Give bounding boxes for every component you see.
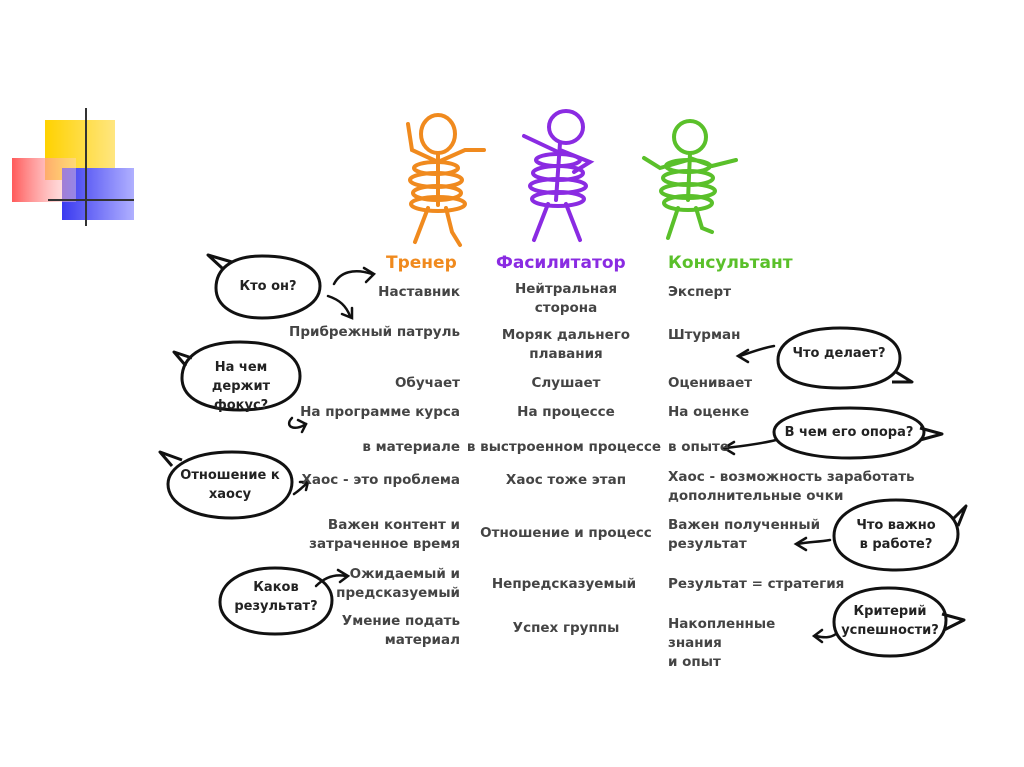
consultant-figure bbox=[642, 119, 738, 240]
decorative-squares bbox=[12, 108, 134, 226]
arrow-support bbox=[724, 438, 778, 450]
row-6-trainer: Хаос - это проблема bbox=[301, 472, 460, 488]
row-5-trainer: в материале bbox=[362, 439, 460, 455]
bubble-support-text: В чем его опора? bbox=[784, 425, 914, 440]
arrow-important bbox=[796, 538, 832, 546]
row-8-trainer: Ожидаемый и предсказуемый bbox=[336, 566, 460, 601]
bubble-focus-text: На чем держит фокус? bbox=[211, 360, 271, 413]
row-2-facilitator: Моряк дальнего плавания bbox=[501, 327, 631, 362]
arrow-does bbox=[738, 344, 776, 358]
header-consultant: Консультант bbox=[668, 253, 793, 273]
bubble-important bbox=[832, 498, 968, 572]
row-2-consultant: Штурман bbox=[668, 327, 741, 343]
bubble-result bbox=[218, 566, 334, 636]
bubble-chaos bbox=[158, 450, 294, 520]
row-7-consultant: Важен полученный результат bbox=[668, 517, 821, 552]
header-trainer: Тренер bbox=[386, 253, 457, 273]
row-7-facilitator: Отношение и процесс bbox=[480, 525, 652, 541]
bubble-important-text: Что важно в работе? bbox=[856, 518, 936, 552]
row-9-facilitator: Успех группы bbox=[512, 620, 620, 636]
header-facilitator: Фасилитатор bbox=[496, 253, 626, 273]
row-2-trainer: Прибрежный патруль bbox=[289, 324, 460, 340]
row-4-consultant: На оценке bbox=[668, 404, 750, 420]
row-4-facilitator: На процессе bbox=[517, 404, 615, 420]
row-1-consultant: Эксперт bbox=[668, 284, 732, 300]
row-6-consultant: Хаос - возможность заработать дополнител… bbox=[668, 469, 915, 504]
bubble-chaos-text: Отношение к хаосу bbox=[180, 468, 280, 502]
bubble-focus bbox=[172, 340, 302, 412]
row-8-facilitator: Непредсказуемый bbox=[491, 576, 637, 592]
row-9-consultant: Накопленные знания и опыт bbox=[668, 616, 776, 670]
trainer-figure bbox=[406, 113, 486, 247]
row-1-trainer: Наставник bbox=[378, 284, 460, 300]
bubble-criterion-text: Критерий успешности? bbox=[841, 604, 939, 638]
row-3-trainer: Обучает bbox=[394, 375, 460, 391]
arrow-criterion bbox=[814, 632, 838, 639]
bubble-support bbox=[772, 406, 944, 460]
bubble-does bbox=[776, 326, 914, 390]
arrow-result bbox=[314, 574, 348, 588]
row-3-consultant: Оценивает bbox=[668, 375, 753, 391]
arrow-who-1 bbox=[332, 270, 374, 286]
bubble-does-text: Что делает? bbox=[792, 346, 886, 361]
row-5-consultant: в опыте bbox=[668, 439, 730, 455]
row-4-trainer: На программе курса bbox=[300, 404, 460, 420]
arrow-who-2 bbox=[326, 294, 352, 318]
row-6-facilitator: Хаос тоже этап bbox=[505, 472, 627, 488]
stick-figures bbox=[406, 109, 738, 247]
facilitator-figure bbox=[522, 109, 595, 242]
arrow-focus bbox=[287, 416, 308, 429]
row-8-consultant: Результат = стратегия bbox=[668, 576, 845, 592]
row-9-trainer: Умение подать материал bbox=[341, 613, 460, 648]
bubble-who bbox=[206, 253, 322, 320]
row-3-facilitator: Слушает bbox=[531, 375, 601, 391]
row-7-trainer: Важен контент и затраченное время bbox=[309, 517, 460, 552]
bubble-criterion bbox=[832, 586, 966, 658]
row-5-facilitator: в выстроенном процессе bbox=[466, 439, 662, 455]
bubble-result-text: Каков результат? bbox=[234, 580, 318, 614]
row-1-facilitator: Нейтральная сторона bbox=[514, 281, 618, 316]
bubble-who-text: Кто он? bbox=[239, 279, 297, 294]
